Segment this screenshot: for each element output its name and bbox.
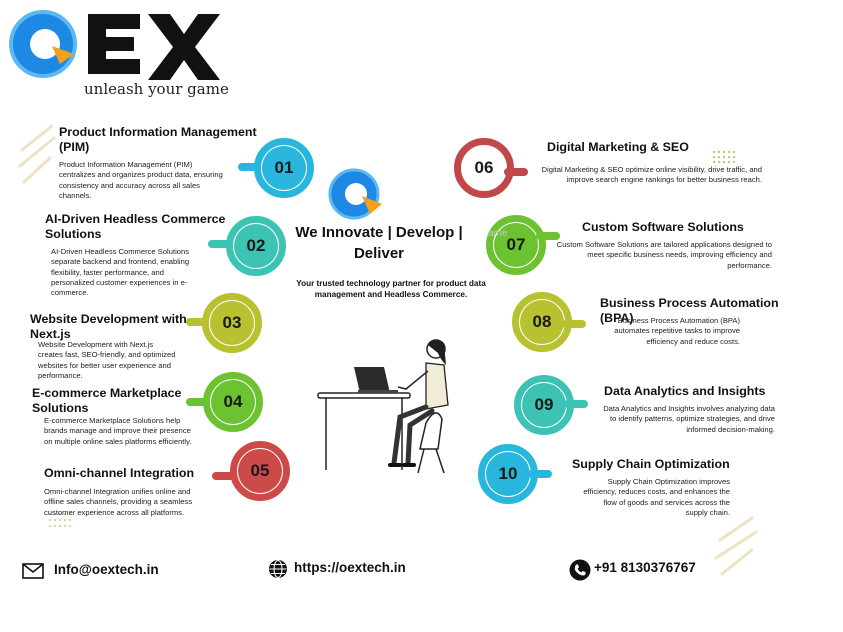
service-07-title: Custom Software Solutions [582,220,744,234]
oex-logo [9,10,220,80]
service-09-number: 09 [522,383,566,427]
service-07-number: 07 [494,223,538,267]
service-10-number: 10 [486,452,530,496]
service-10-connector [528,470,552,478]
service-04-number: 04 [211,380,255,424]
service-01-connector [238,163,262,171]
service-01-number: 01 [262,146,306,190]
service-02-badge: 02 [226,216,286,276]
service-01-title: Product Information Management (PIM) [59,125,257,154]
service-05-title: Omni-channel Integration [44,466,195,480]
decor-dots-top [713,151,735,163]
decor-scribble-right [714,516,758,576]
service-09-desc: Data Analytics and Insights involves ana… [603,404,775,434]
service-05-desc: Omni-channel Integration unifies online … [44,487,193,517]
service-02-title: AI-Driven Headless Commerce Solutions [45,212,226,241]
globe-icon [269,559,287,579]
service-03-number: 03 [210,301,254,345]
service-08-title: Business Process Automation (BPA) [600,296,779,325]
ghost-text: ame [488,228,508,239]
service-02-connector [208,240,232,248]
contact-website[interactable]: https://oextech.in [294,560,406,575]
service-04-desc: E-commerce Marketplace Solutions help br… [44,416,192,446]
service-01-desc: Product Information Management (PIM) cen… [59,160,223,200]
service-06-number: 06 [462,146,506,190]
service-03-connector [186,318,210,326]
service-01-badge: 01 [254,138,314,198]
center-subtitle: Your trusted technology partner for prod… [296,279,486,299]
decor-dots-bottom [49,513,71,527]
service-07-badge: 07 [486,215,546,275]
service-04-connector [186,398,210,406]
service-05-number: 05 [238,449,282,493]
envelope-icon [22,563,44,579]
contact-email[interactable]: Info@oextech.in [54,562,159,577]
service-08-connector [562,320,586,328]
decor-scribble-left [18,124,56,184]
service-09-title: Data Analytics and Insights [604,384,766,398]
service-07-desc: Custom Software Solutions are tailored a… [556,240,772,270]
person-laptop-illustration [317,339,449,474]
service-06-connector [504,168,528,176]
service-03-badge: 03 [202,293,262,353]
service-06-title: Digital Marketing & SEO [547,140,689,154]
service-10-desc: Supply Chain Optimization improves effic… [583,477,730,517]
contact-phone[interactable]: +91 8130376767 [594,560,696,575]
service-09-connector [564,400,588,408]
center-logo-icon [328,168,382,220]
service-10-title: Supply Chain Optimization [572,457,730,471]
service-04-title: E-commerce Marketplace Solutions [32,386,182,415]
service-03-desc: Website Development with Next.js creates… [38,340,176,380]
service-06-badge: 06 [454,138,514,198]
center-headline: We Innovate | Develop | Deliver [295,224,463,262]
service-03-title: Website Development with Next.js [30,312,187,341]
service-08-desc: Business Process Automation (BPA) automa… [614,316,740,346]
tagline: unleash your game [84,80,229,98]
phone-icon [569,559,591,581]
service-02-number: 02 [234,224,278,268]
service-05-badge: 05 [230,441,290,501]
service-05-connector [212,472,236,480]
service-07-connector [536,232,560,240]
service-02-desc: AI-Driven Headless Commerce Solutions se… [51,247,190,298]
service-04-badge: 04 [203,372,263,432]
service-08-number: 08 [520,300,564,344]
service-06-desc: Digital Marketing & SEO optimize online … [541,165,762,185]
